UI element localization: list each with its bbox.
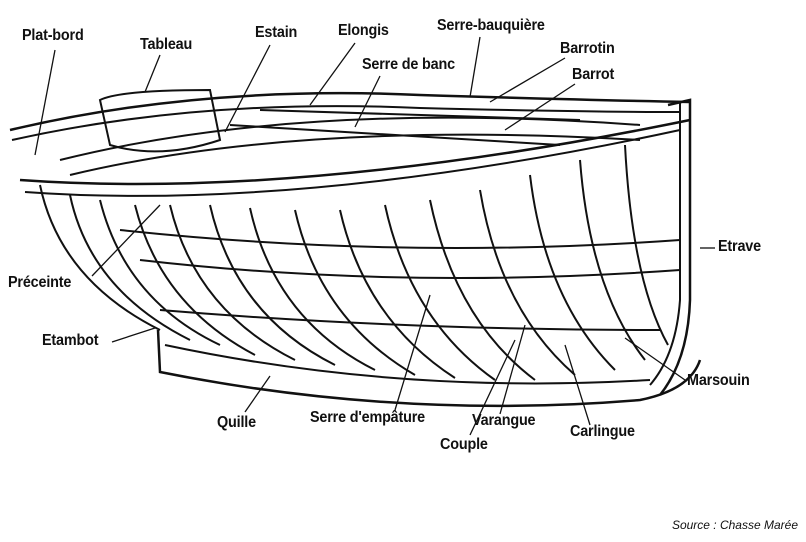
label-serre-bauquiere: Serre-bauquière (437, 17, 545, 34)
keel (156, 329, 702, 408)
label-plat-bord: Plat-bord (22, 27, 84, 44)
label-carlingue: Carlingue (570, 423, 635, 440)
label-elongis: Elongis (338, 22, 389, 39)
leader-lines (34, 36, 715, 436)
label-serre-de-banc: Serre de banc (362, 56, 455, 73)
label-estain: Estain (255, 24, 298, 41)
label-couple: Couple (440, 436, 488, 453)
label-preceinte: Préceinte (8, 274, 72, 291)
stem (659, 98, 692, 396)
label-barrotin: Barrotin (560, 40, 615, 57)
source-credit: Source : Chasse Marée (671, 518, 798, 532)
label-serre-empature: Serre d'empâture (310, 409, 426, 426)
label-varangue: Varangue (472, 412, 536, 429)
label-etambot: Etambot (42, 332, 99, 349)
label-etrave: Etrave (718, 238, 761, 255)
transom (98, 88, 222, 153)
gunwale (9, 91, 691, 132)
label-quille: Quille (217, 414, 256, 431)
label-tableau: Tableau (140, 36, 193, 53)
frames (39, 144, 669, 381)
label-marsouin: Marsouin (687, 372, 750, 389)
label-barrot: Barrot (572, 66, 615, 83)
